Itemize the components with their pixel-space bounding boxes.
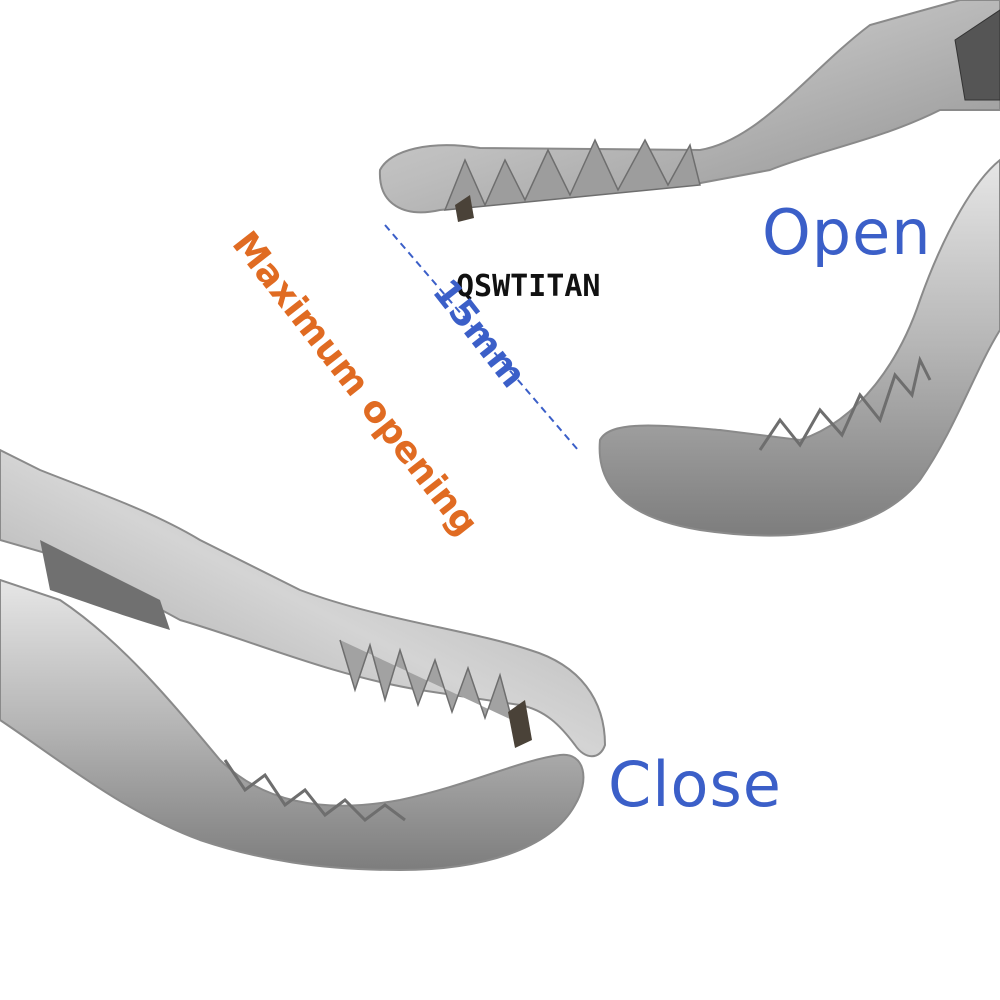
open-lower-teeth <box>758 355 932 451</box>
closed-lower-teeth <box>223 759 406 822</box>
open-upper-jaw <box>378 0 1000 214</box>
closed-pliers <box>0 448 607 872</box>
open-label: Open <box>762 196 932 269</box>
brand-watermark: QSWTITAN <box>456 269 601 304</box>
closed-upper-teeth <box>339 639 513 721</box>
measurement-dashed-line <box>384 224 579 451</box>
close-label: Close <box>608 748 782 821</box>
open-upper-teeth <box>443 138 701 211</box>
closed-lower-jaw <box>0 578 585 872</box>
open-pliers <box>378 0 1000 537</box>
closed-upper-jaw <box>0 448 607 758</box>
